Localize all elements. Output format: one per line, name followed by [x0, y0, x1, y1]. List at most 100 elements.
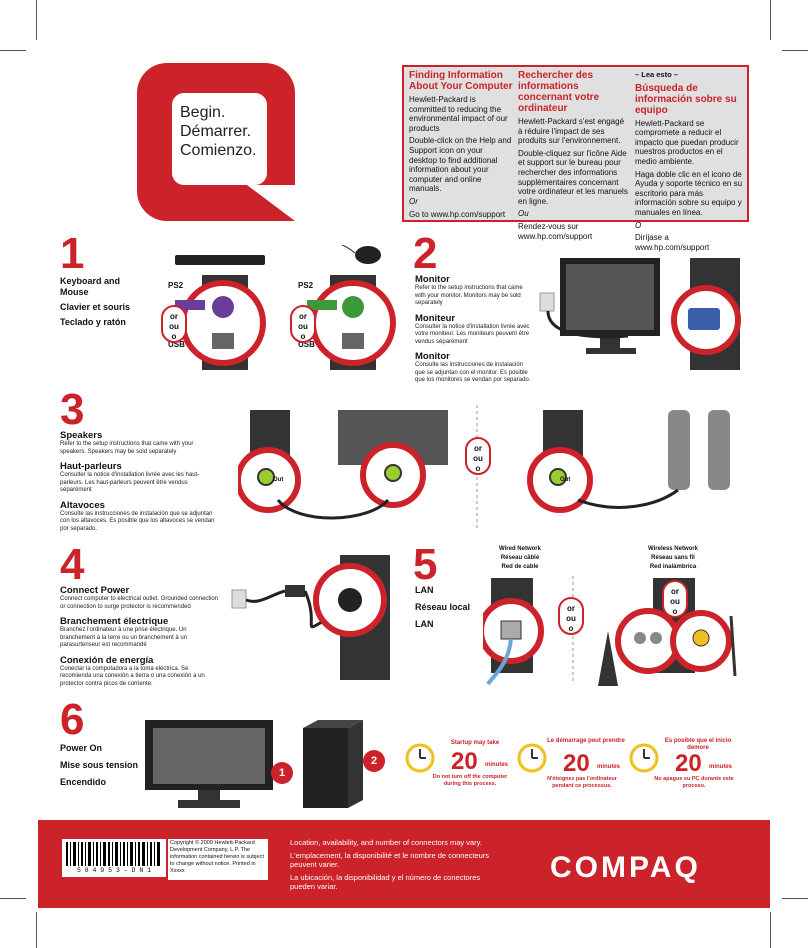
crop-mark	[770, 912, 771, 948]
clock-panel-en: Startup may take 20 minutes Do not turn …	[405, 738, 515, 798]
step1-number: 1	[60, 229, 85, 278]
info-fr-p3[interactable]: Rendez-vous sur www.hp.com/support	[518, 221, 593, 241]
step3-text: Speakers Refer to the setup instructions…	[60, 430, 220, 533]
step4-illustration	[231, 555, 390, 680]
step5-illustration	[483, 576, 737, 686]
step4-title-es: Conexión de energía	[60, 654, 154, 666]
clock-top-es: Es posible que el inicio demore	[664, 738, 732, 751]
or-sign: or ou o	[662, 580, 688, 618]
info-es-p2: Haga doble clic en el icono de Ayuda y s…	[635, 169, 743, 217]
wired-fr: Réseau câblé	[500, 555, 540, 561]
or-sign: or ou o	[161, 305, 187, 343]
step4-text-en: Connect computer to electrical outlet. G…	[60, 596, 219, 610]
step2-title-en: Monitor	[415, 274, 450, 285]
wired-es: Red de cable	[501, 564, 539, 570]
or-en: or	[299, 312, 307, 321]
step3-text-fr: Consulter la notice d'installation livré…	[60, 472, 200, 493]
info-es-or: O	[635, 220, 642, 230]
step6-marker-1: 1	[271, 762, 293, 784]
or-sign: or ou o	[465, 437, 491, 475]
begin-fr: Démarrer.	[180, 123, 252, 140]
wired-network-label: Wired Network Réseau câblé Red de cable	[485, 545, 555, 572]
clock-num-fr: 20	[563, 750, 590, 777]
compaq-q-logo	[137, 63, 295, 221]
compaq-wordmark: COMPAQ	[550, 851, 701, 884]
info-es-kicker: – Lea esto –	[635, 70, 678, 79]
clock-num-es: 20	[675, 750, 702, 777]
step2-text-fr: Consulter la notice d'installation livré…	[415, 323, 530, 345]
or-es: o	[171, 332, 177, 341]
step5-labels: LAN Réseau local LAN	[415, 585, 485, 630]
info-panel: Finding Information About Your Computer …	[402, 65, 749, 252]
step6-marker-2: 2	[363, 750, 385, 772]
step6-illustration	[145, 720, 363, 808]
info-fr-heading: Rechercher des informations concernant v…	[518, 70, 600, 114]
step1-ps2-label-2: PS2	[298, 281, 314, 290]
or-fr: ou	[298, 322, 308, 331]
clock-panel-fr: Le démarrage peut prendre 20 minutes N'é…	[517, 738, 627, 798]
barcode-number: 5 8 4 9 5 3 – D N 1	[76, 867, 152, 874]
or-es: o	[568, 624, 574, 633]
begin-en: Begin.	[180, 104, 226, 121]
or-es: o	[300, 332, 306, 341]
info-en-p3[interactable]: Go to www.hp.com/support	[409, 209, 506, 219]
or-fr: ou	[169, 322, 179, 331]
or-es: o	[672, 607, 678, 616]
step5-number: 5	[413, 540, 438, 589]
step3-text-en: Refer to the setup instructions that cam…	[60, 441, 194, 455]
availability-note: Location, availability, and number of co…	[290, 838, 490, 895]
copyright-notice: Copyright © 2009 Hewlett-Packard Develop…	[168, 839, 268, 880]
clock-unit-fr: minutes	[597, 764, 621, 770]
clock-unit-en: minutes	[485, 762, 509, 768]
step1-label-en: Keyboard and Mouse	[60, 276, 121, 297]
step3-text-es: Consulte las instrucciones de instalació…	[60, 510, 215, 532]
info-es-p3[interactable]: Diríjase a www.hp.com/support	[635, 233, 710, 252]
step2-text-es: Consulte las instrucciones de instalació…	[415, 362, 531, 383]
step1-illustration	[175, 245, 396, 370]
crop-mark	[770, 0, 771, 40]
step6-label-fr: Mise sous tension	[60, 760, 139, 770]
or-fr: ou	[566, 614, 576, 623]
or-fr: ou	[473, 454, 483, 463]
step2-text: Monitor Refer to the setup instructions …	[415, 274, 533, 385]
step1-usb-label: USB	[168, 340, 185, 349]
clock-top-fr: Le démarrage peut prendre	[547, 738, 625, 744]
step3-out-label: Out	[273, 477, 284, 483]
step5-label-es: LAN	[415, 619, 434, 629]
step1-labels: Keyboard and Mouse Clavier et souris Tec…	[60, 276, 140, 328]
wireless-es: Red inalámbrica	[649, 564, 697, 570]
or-sign: or ou o	[558, 597, 584, 635]
step6-labels: Power On Mise sous tension Encendido	[60, 743, 140, 788]
info-col-fr: Rechercher des informations concernant v…	[518, 70, 630, 244]
info-en-heading: Finding Information About Your Computer	[409, 70, 513, 92]
or-en: or	[567, 604, 575, 613]
step3-title-fr: Haut-parleurs	[60, 461, 122, 472]
step2-title-es: Monitor	[415, 351, 450, 362]
step6-label-en: Power On	[60, 743, 103, 753]
step3-title-en: Speakers	[60, 430, 103, 441]
step2-illustration	[539, 258, 741, 370]
crop-mark	[0, 50, 26, 51]
info-col-en: Finding Information About Your Computer …	[409, 70, 513, 222]
wireless-en: Wireless Network	[648, 546, 698, 552]
step6-label-es: Encendido	[60, 777, 107, 787]
step1-label-es: Teclado y ratón	[60, 317, 126, 327]
clock-bottom-fr: N'éteignez pas l'ordinateur pendant ce p…	[547, 776, 617, 789]
step4-title-fr: Branchement électrique	[60, 616, 169, 627]
barcode: 5 8 4 9 5 3 – D N 1	[62, 839, 166, 877]
clock-icon	[629, 743, 659, 773]
info-col-es: – Lea esto – Búsqueda de información sob…	[635, 70, 745, 255]
step2-number: 2	[413, 229, 438, 278]
or-fr: ou	[670, 597, 680, 606]
clock-top-en: Startup may take	[450, 740, 500, 746]
clock-bottom-es: No apague su PC durante este proceso.	[654, 776, 734, 789]
info-en-p1: Hewlett-Packard is committed to reducing…	[409, 95, 508, 133]
step1-label-fr: Clavier et souris	[60, 302, 131, 312]
step4-text: Connect Power Connect computer to electr…	[60, 585, 220, 688]
crop-mark	[782, 50, 808, 51]
info-fr-or: Ou	[518, 209, 529, 219]
step5-label-fr: Réseau local	[415, 602, 471, 612]
step2-title-fr: Moniteur	[415, 312, 456, 324]
wired-en: Wired Network	[499, 546, 541, 552]
step3-illustration	[238, 405, 730, 530]
